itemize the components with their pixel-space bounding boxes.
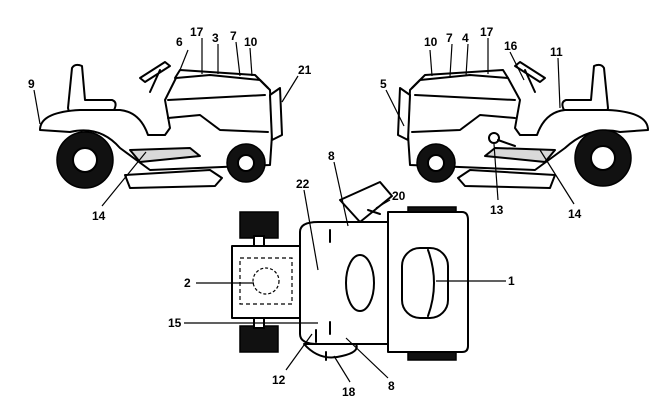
top-discharge-chute bbox=[339, 181, 393, 223]
right-tractor bbox=[397, 61, 649, 189]
top-view-tractor bbox=[231, 181, 469, 361]
label-3: 3 bbox=[212, 31, 219, 45]
left-fender bbox=[39, 74, 273, 171]
label-18: 18 bbox=[342, 385, 356, 399]
label-14-right: 14 bbox=[568, 207, 582, 221]
label-1: 1 bbox=[508, 274, 515, 288]
part-labels: 9 6 17 3 7 10 21 14 5 10 7 4 17 16 11 13… bbox=[28, 25, 582, 399]
label-15: 15 bbox=[168, 316, 182, 330]
left-deck bbox=[124, 169, 223, 189]
label-22: 22 bbox=[296, 177, 310, 191]
top-steering bbox=[345, 254, 375, 312]
label-2: 2 bbox=[184, 276, 191, 290]
label-10-left: 10 bbox=[244, 35, 258, 49]
label-21: 21 bbox=[298, 63, 312, 77]
label-8-bottom: 8 bbox=[388, 379, 395, 393]
label-17-left: 17 bbox=[190, 25, 204, 39]
right-lever-knob bbox=[488, 132, 500, 144]
label-8-top: 8 bbox=[328, 149, 335, 163]
label-9: 9 bbox=[28, 77, 35, 91]
label-7-right: 7 bbox=[446, 31, 453, 45]
top-rear-wheel-upper bbox=[239, 211, 279, 239]
left-seat bbox=[67, 63, 117, 117]
label-7-left: 7 bbox=[230, 29, 237, 43]
label-5: 5 bbox=[380, 77, 387, 91]
right-deck bbox=[457, 169, 556, 189]
label-17-right: 17 bbox=[480, 25, 494, 39]
top-deck-bump bbox=[303, 343, 358, 359]
label-14-left: 14 bbox=[92, 209, 106, 223]
left-grille bbox=[269, 87, 283, 141]
right-grille bbox=[397, 87, 411, 141]
right-seat bbox=[561, 63, 609, 117]
top-rear-wheel-lower bbox=[239, 325, 279, 353]
top-engine bbox=[401, 247, 449, 319]
label-11: 11 bbox=[550, 45, 563, 59]
right-footrest bbox=[484, 147, 556, 163]
right-steering-wheel bbox=[514, 61, 546, 93]
label-4: 4 bbox=[462, 31, 469, 45]
left-tractor bbox=[39, 61, 283, 189]
label-10-right: 10 bbox=[424, 35, 438, 49]
label-6: 6 bbox=[176, 35, 183, 49]
label-13: 13 bbox=[490, 203, 504, 217]
left-footrest bbox=[129, 147, 201, 163]
left-steering-wheel bbox=[139, 61, 171, 93]
label-20: 20 bbox=[392, 189, 406, 203]
label-12: 12 bbox=[272, 373, 286, 387]
right-fender bbox=[407, 74, 649, 171]
leader-lines bbox=[33, 38, 575, 383]
label-16: 16 bbox=[504, 39, 518, 53]
